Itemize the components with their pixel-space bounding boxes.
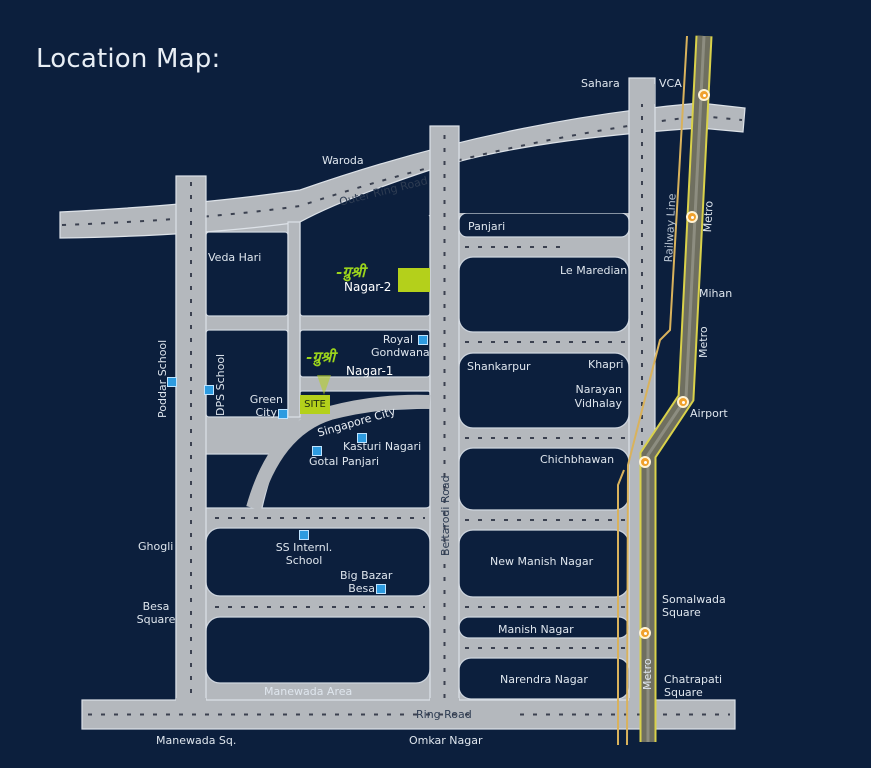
place-narendra-nagar: Narendra Nagar: [500, 673, 588, 686]
place-omkar-nagar: Omkar Nagar: [409, 734, 483, 747]
road-label-metro-bottom: Metro: [641, 658, 654, 690]
place-ss-school-line2: School: [285, 554, 323, 567]
place-veda-hari: Veda Hari: [208, 251, 262, 264]
place-airport: Airport: [690, 407, 728, 420]
place-chatrapati-line2: Square: [664, 686, 703, 699]
place-big-bazar-line1: Big Bazar: [340, 569, 393, 582]
road-veda-hari: [287, 221, 301, 418]
place-gotal-panjari: Gotal Panjari: [309, 455, 380, 468]
place-new-manish-nagar: New Manish Nagar: [490, 555, 594, 568]
place-besa-square-line2: Square: [136, 613, 176, 626]
poi-marker-icon: [312, 446, 322, 456]
place-le-maredian: Le Maredian: [560, 264, 628, 277]
poi-marker-icon: [167, 377, 177, 387]
place-narayan-line1: Narayan: [575, 383, 622, 396]
place-khapri: Khapri: [588, 358, 624, 371]
place-chatrapati-line1: Chatrapati: [664, 673, 723, 686]
place-besa-square-line1: Besa: [142, 600, 170, 613]
place-ss-school-line1: SS Internl.: [275, 541, 333, 554]
road-label-beltarodi: Beltarodi Road: [439, 475, 452, 556]
place-dps-school: DPS School: [214, 353, 227, 416]
place-big-bazar-line2: Besa: [348, 582, 375, 595]
site-marker[interactable]: SITE: [300, 395, 330, 414]
place-panjari: Panjari: [468, 220, 506, 233]
place-shankarpur: Shankarpur: [467, 360, 531, 373]
place-somalwada-line2: Square: [662, 606, 701, 619]
place-vca: VCA: [659, 77, 682, 90]
place-royal-gondwana-line1: Royal: [382, 333, 413, 346]
place-manish-nagar: Manish Nagar: [498, 623, 574, 636]
place-manewada-sq: Manewada Sq.: [156, 734, 237, 747]
block-veda-hari: [205, 231, 289, 317]
place-waroda: Waroda: [322, 154, 364, 167]
place-green-city-line1: Green: [249, 393, 283, 406]
place-green-city-line2: City: [255, 406, 277, 419]
page-title: Location Map:: [36, 44, 221, 74]
poi-marker-icon: [204, 385, 214, 395]
nagar1-label: Nagar-1: [346, 364, 394, 378]
poi-marker-icon: [376, 584, 386, 594]
block-manewada-area: [205, 616, 431, 684]
metro-station-icon: [677, 396, 689, 408]
poi-marker-icon: [299, 530, 309, 540]
metro-station-icon: [686, 211, 698, 223]
place-ghogli: Ghogli: [138, 540, 174, 553]
place-royal-gondwana-line2: Gondwana: [371, 346, 430, 359]
place-somalwada-line1: Somalwada: [662, 593, 726, 606]
place-sahara: Sahara: [581, 77, 620, 90]
project-logo-nagar2: -ग्रुश्री: [336, 263, 366, 281]
poi-marker-icon: [357, 433, 367, 443]
poi-marker-icon: [418, 335, 428, 345]
nagar2-label: Nagar-2: [344, 280, 392, 294]
place-narayan-line2: Vidhalay: [574, 397, 622, 410]
railway-line: [626, 35, 688, 746]
site-pointer-icon: [317, 375, 331, 395]
road-label-metro-top: Metro: [701, 200, 716, 233]
nagar2-site-block[interactable]: [398, 268, 430, 292]
place-mihan: Mihan: [699, 287, 733, 300]
metro-station-icon: [639, 627, 651, 639]
place-chichbhawan: Chichbhawan: [540, 453, 615, 466]
metro-station-icon: [639, 456, 651, 468]
project-logo-nagar1: -ग्रुश्री: [306, 348, 336, 366]
place-kasturi-nagari: Kasturi Nagari: [343, 440, 422, 453]
place-manewada-area: Manewada Area: [264, 685, 353, 698]
road-poddar: [175, 175, 207, 704]
metro-station-icon: [698, 89, 710, 101]
road-label-ring: Ring Road: [416, 708, 472, 721]
poi-marker-icon: [278, 409, 288, 419]
road-label-metro-mid: Metro: [697, 326, 710, 358]
